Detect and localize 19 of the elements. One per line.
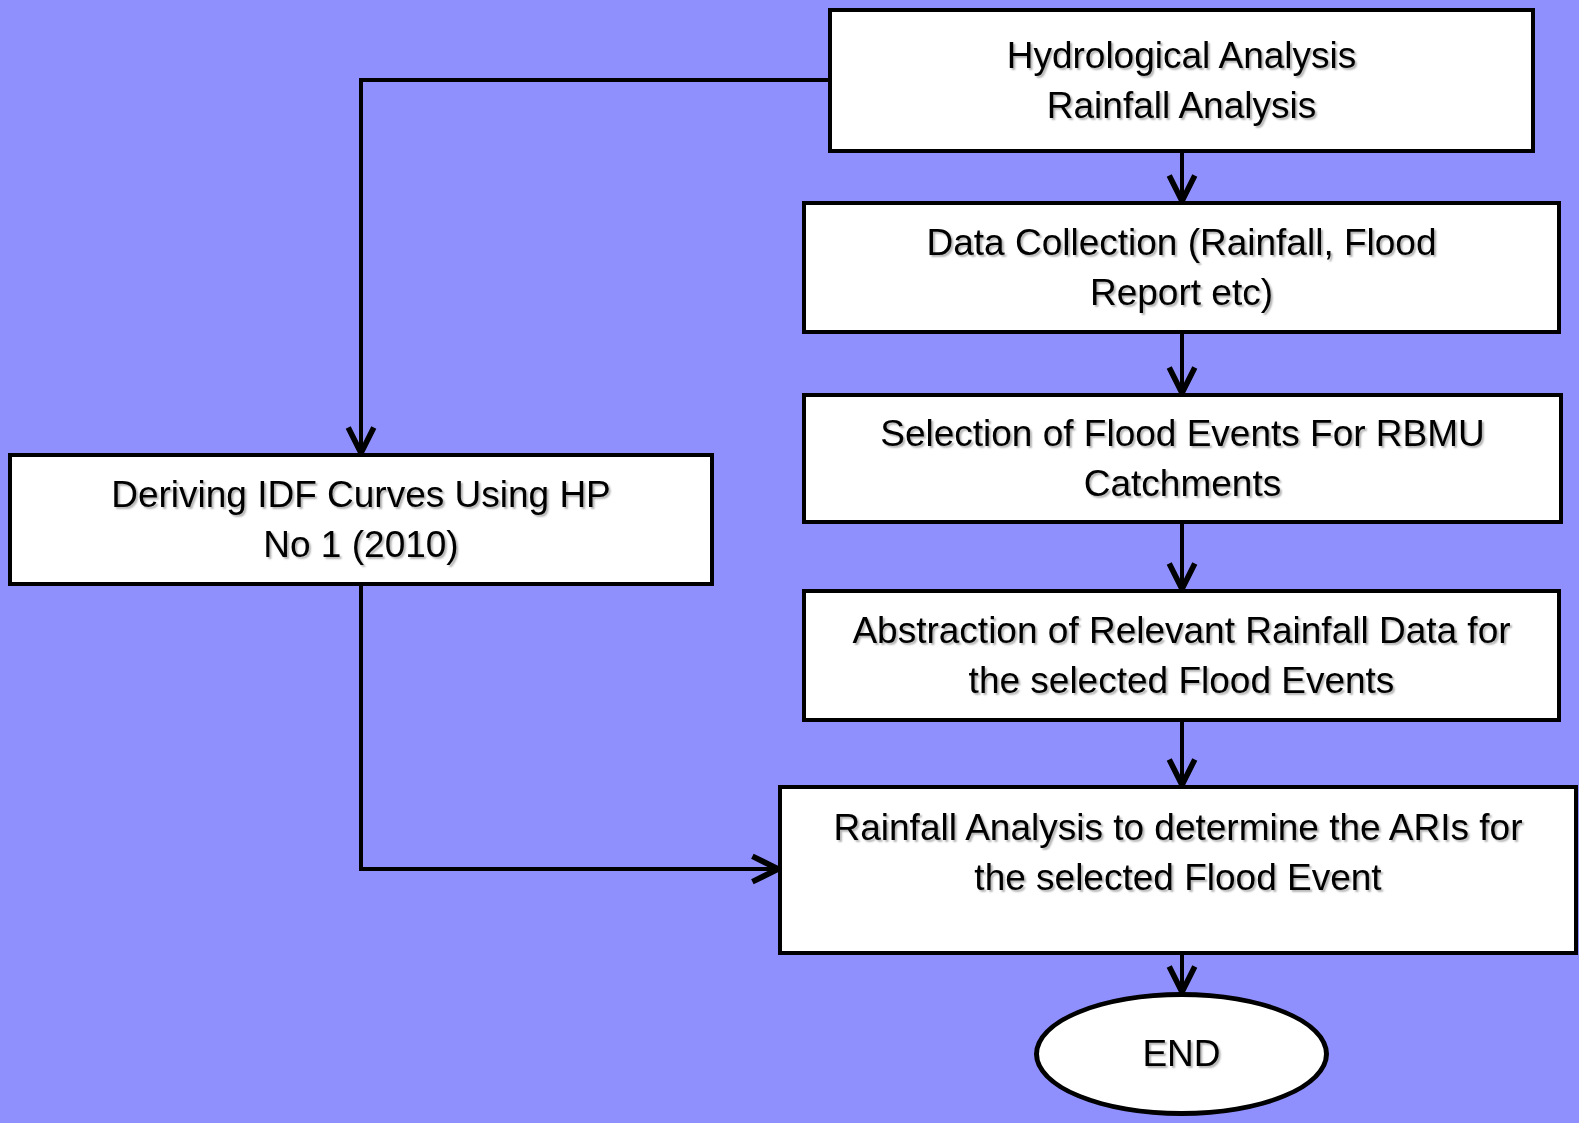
node-text: Data Collection (Rainfall, Flood Report etc) [925, 220, 1438, 315]
node-text: Hydrological Analysis [1005, 33, 1358, 78]
node-text: END [1141, 1032, 1222, 1076]
process-box [828, 8, 1535, 153]
arrow [1166, 722, 1198, 788]
process-box [8, 453, 714, 586]
arrow [345, 78, 828, 456]
arrow [1166, 334, 1198, 396]
process-box [802, 589, 1561, 722]
node-text: Abstraction of Relevant Rainfall Data for the selected Flood Events [851, 608, 1512, 703]
arrow [1166, 524, 1198, 592]
arrow [1166, 153, 1198, 204]
node-text: Rainfall Analysis [1045, 83, 1318, 128]
process-box [778, 785, 1578, 955]
process-box [802, 393, 1563, 524]
process-box [802, 201, 1561, 334]
node-text: Deriving IDF Curves Using HP No 1 (2010) [110, 472, 612, 567]
node-text: Rainfall Analysis to determine the ARIs for the selected Flood Event [832, 806, 1524, 900]
node-text: Selection of Flood Events For RBMU Catchments [879, 411, 1486, 506]
